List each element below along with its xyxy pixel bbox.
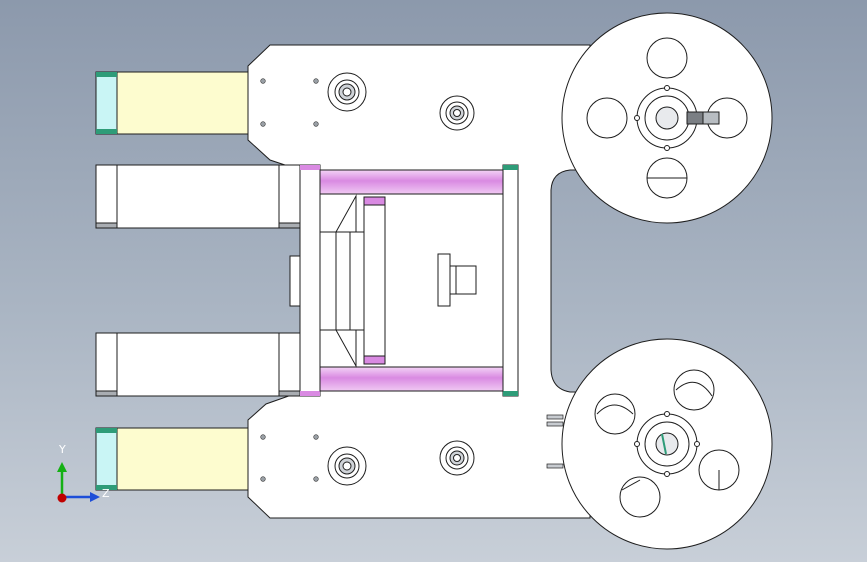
- pneumatic-cylinder-bottom: [95, 427, 249, 491]
- pneumatic-cylinder-top: [95, 71, 249, 135]
- bearing-boss-top-left: [327, 72, 367, 112]
- moving-platen: [319, 194, 386, 368]
- triad-z-label: Z: [102, 487, 110, 500]
- upright-cap: [300, 165, 320, 170]
- connector-block: [289, 255, 301, 307]
- upright-cap: [300, 391, 320, 396]
- bearing-boss-bottom-left: [327, 446, 367, 486]
- frame-upright-right: [502, 164, 519, 397]
- reel-top: [561, 12, 773, 224]
- reel-bottom: [561, 338, 773, 550]
- side-cylinder-upper: [95, 164, 301, 229]
- triad-y-label: Y: [59, 443, 66, 456]
- bearing-boss-bottom-center: [439, 440, 475, 476]
- side-cylinder-lower: [95, 332, 301, 397]
- mounting-holes: [260, 78, 319, 482]
- upright-cap: [503, 391, 518, 396]
- coordinate-triad-icon: [57, 462, 100, 503]
- bearing-boss-top-center: [439, 95, 475, 131]
- screw-pins: [546, 414, 564, 469]
- guide-rod-top: [319, 169, 504, 195]
- guide-rod-bottom: [319, 366, 504, 392]
- upright-cap: [503, 165, 518, 170]
- frame-upright-left: [299, 164, 321, 397]
- base-plate: [247, 44, 591, 519]
- nozzle-bushing: [437, 253, 477, 307]
